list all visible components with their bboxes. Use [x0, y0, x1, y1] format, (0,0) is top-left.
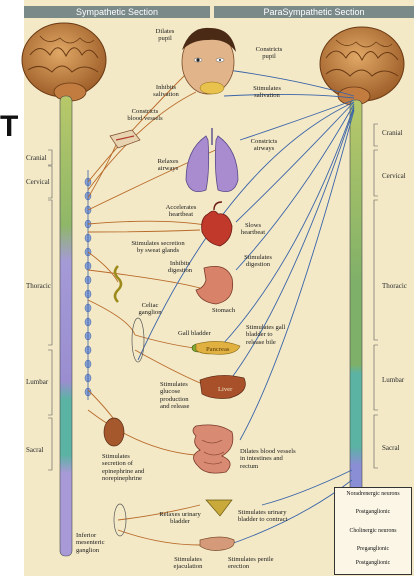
label-stimulates-penile-erection: Stimulates penile erection — [228, 556, 298, 571]
label-stimulates-urinary-bladder: Stimulates urinary bladder to contract — [238, 509, 314, 524]
label-stimulates-glucose: Stimulates glucose production and releas… — [160, 381, 206, 411]
label-dilates-blood-vessels-intestines: Dilates blood vessels in intestines and … — [240, 448, 316, 470]
legend-postganglionic-blue: Postganglionic — [337, 560, 409, 567]
intestines — [193, 425, 233, 473]
legend-preganglionic: Preganglionic — [337, 546, 409, 553]
label-slows-heartbeat: Slows heartbeat — [232, 222, 274, 237]
reproductive-organ — [200, 537, 234, 551]
left-region-lumbar: Lumbar — [26, 378, 48, 386]
left-region-sacral: Sacral — [26, 446, 44, 454]
label-liver: Liver — [218, 386, 232, 393]
right-region-thoracic: Thoracic — [382, 282, 407, 290]
right-region-lumbar: Lumbar — [382, 376, 404, 384]
lungs — [186, 128, 238, 192]
label-accelerates-heartbeat: Accelerates heartbeat — [156, 204, 206, 219]
label-pancreas: Pancreas — [206, 346, 229, 353]
adrenal-kidney — [104, 418, 124, 446]
blood-vessels — [110, 130, 140, 148]
label-gall-bladder: Gall bladder — [178, 330, 211, 337]
left-brain — [22, 23, 106, 101]
head-face — [182, 28, 236, 94]
label-celiac-ganglion: Celiac ganglion — [132, 302, 168, 317]
right-brain — [320, 27, 404, 105]
label-inhibits-digestion: Inhibits digestion — [162, 260, 198, 275]
right-region-cranial: Cranial — [382, 129, 403, 137]
label-constricts-pupil: Constricts pupil — [244, 46, 294, 61]
label-stomach: Stomach — [212, 307, 235, 314]
sweat-gland — [115, 266, 121, 302]
left-region-cranial: Cranial — [26, 154, 47, 162]
label-stimulates-digestion: Stimulates digestion — [236, 254, 280, 269]
label-inferior-mesenteric-ganglion: Inferior mesenteric ganglion — [76, 532, 118, 554]
legend-noradrenergic: Noradrenergic neurons — [337, 491, 409, 498]
legend-cholinergic: Cholinergic neurons — [337, 528, 409, 535]
label-stimulates-epinephrine: Stimulates secretion of epinephrine and … — [102, 453, 164, 483]
stomach — [196, 266, 233, 304]
left-spinal-cord — [48, 96, 91, 556]
label-inhibits-salivation: Inhibits salivation — [144, 84, 188, 99]
label-stimulates-ejaculation: Stimulates ejaculation — [166, 556, 210, 571]
left-region-cervical: Cervical — [26, 178, 50, 186]
label-stimulates-sweat-secretion: Stimulates secretion by sweat glands — [118, 240, 198, 255]
label-constricts-airways: Constricts airways — [240, 138, 288, 153]
right-region-sacral: Sacral — [382, 444, 400, 452]
label-relaxes-airways: Relaxes airways — [150, 158, 186, 173]
label-constricts-blood-vessels: Constricts blood vessels — [116, 108, 174, 123]
label-dilates-pupil: Dilates pupil — [142, 28, 188, 43]
label-relaxes-urinary-bladder: Relaxes urinary bladder — [150, 511, 210, 526]
left-region-thoracic: Thoracic — [26, 282, 51, 290]
label-stimulates-salivation: Stimulates salivation — [240, 85, 294, 100]
right-region-cervical: Cervical — [382, 172, 406, 180]
label-stimulates-gall-bladder: Stimulates gall bladder to release bile — [246, 324, 306, 346]
legend-box: Noradrenergic neurons Postganglionic Cho… — [334, 487, 412, 575]
celiac-ganglion-shape — [132, 318, 144, 362]
legend-postganglionic-orange: Postganglionic — [337, 509, 409, 516]
